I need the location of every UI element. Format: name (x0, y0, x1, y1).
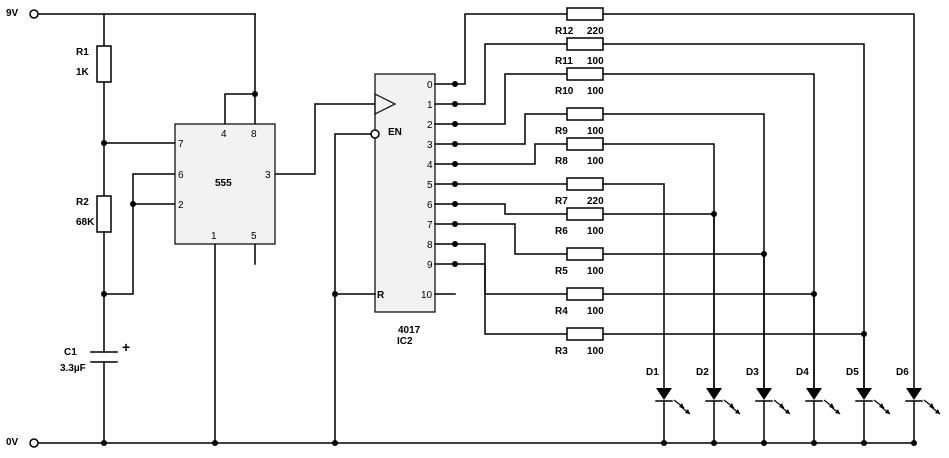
ic2-pin-0: 0 (427, 80, 433, 91)
ic2-reset-label: R (377, 290, 385, 301)
ground-terminal (29, 438, 39, 448)
resistor-value: 100 (587, 156, 604, 167)
ic2-ref: IC2 (397, 336, 413, 347)
ic2-pin-3: 3 (427, 140, 433, 151)
c1-value: 3.3µF (60, 363, 86, 374)
resistor-ref: R3 (555, 346, 568, 357)
resistor-value: 100 (587, 346, 604, 357)
ic1-pin-5: 5 (251, 231, 257, 242)
ic2-pin-2: 2 (427, 120, 433, 131)
ic2-name: 4017 (398, 325, 421, 336)
ic2-input-wiring (332, 133, 456, 446)
resistor-value: 100 (587, 306, 604, 317)
resistor-value: 100 (587, 226, 604, 237)
led-d3: D3 (746, 367, 791, 446)
r2-value: 68K (76, 217, 95, 228)
led-array: D1 D2 D3 D4 D5 D6 (646, 367, 941, 446)
ic2-pin-9: 9 (427, 260, 433, 271)
led-label: D5 (846, 367, 859, 378)
ic2-pin-4: 4 (427, 160, 433, 171)
resistor-value: 100 (587, 126, 604, 137)
led-label: D3 (746, 367, 759, 378)
ic2-en-label: EN (388, 127, 402, 138)
resistor-r2 (96, 195, 112, 233)
resistor-ref: R6 (555, 226, 568, 237)
resistor-r10 (566, 67, 604, 81)
ic2-pin-8: 8 (427, 240, 433, 251)
ic1-wiring (103, 13, 376, 446)
led-d1: D1 (646, 367, 691, 446)
resistor-ref: R4 (555, 306, 568, 317)
ic1-pin-6: 6 (178, 170, 184, 181)
resistor-ref: R5 (555, 266, 568, 277)
enable-input-bubble (370, 129, 380, 139)
ground-label: 0V (6, 437, 19, 448)
resistor-value: 100 (587, 266, 604, 277)
ic1-pin-7: 7 (178, 139, 184, 150)
ic1-pin-1: 1 (211, 231, 217, 242)
r1-value: 1K (76, 67, 90, 78)
resistor-r12 (566, 7, 604, 21)
resistor-r11 (566, 37, 604, 51)
resistor-r7 (566, 177, 604, 191)
resistor-r3 (566, 327, 604, 341)
resistor-ref: R12 (555, 26, 574, 37)
ic2-pin-7: 7 (427, 220, 433, 231)
resistor-r1 (96, 45, 112, 83)
resistor-ref: R11 (555, 56, 573, 67)
led-label: D2 (696, 367, 709, 378)
timing-network: R1 1K R2 68K C1 3.3µF + (60, 13, 130, 446)
ic2-pin-1: 1 (427, 100, 433, 111)
resistor-ref: R10 (555, 86, 574, 97)
supply-terminal (29, 9, 39, 19)
led-d6: D6 (896, 367, 941, 446)
ic2-pin-10: 10 (421, 290, 433, 301)
resistor-ref: R8 (555, 156, 568, 167)
c1-polarity: + (122, 339, 130, 355)
ic1-pin-3: 3 (265, 170, 271, 181)
resistor-value: 220 (587, 196, 604, 207)
led-label: D1 (646, 367, 659, 378)
resistor-value: 100 (587, 56, 604, 67)
supply-label: 9V (6, 8, 19, 19)
resistor-value: 100 (587, 86, 604, 97)
r2-ref: R2 (76, 197, 89, 208)
ic2-pin-5: 5 (427, 180, 433, 191)
ic1-label: 555 (215, 178, 232, 189)
resistor-r8 (566, 137, 604, 151)
ic1-pin-4: 4 (221, 129, 227, 140)
led-d4: D4 (796, 367, 841, 446)
led-label: D6 (896, 367, 909, 378)
led-d5: D5 (846, 367, 891, 446)
resistor-r5 (566, 247, 604, 261)
resistor-ref: R7 (555, 196, 568, 207)
r1-ref: R1 (76, 47, 89, 58)
ground-rail: 0V (6, 437, 915, 448)
resistor-ref: R9 (555, 126, 568, 137)
ic1-pin-8: 8 (251, 129, 257, 140)
led-d2: D2 (696, 367, 741, 446)
resistor-r9 (566, 107, 604, 121)
ic1-555: 555 7 6 2 4 8 3 1 5 (174, 123, 276, 245)
clock-input-symbol (374, 93, 397, 115)
ic1-pin-2: 2 (178, 200, 184, 211)
ic2-pin-6: 6 (427, 200, 433, 211)
ic2-4017: EN R 4017 IC2 0 1 2 3 4 5 6 7 8 9 10 (370, 73, 436, 347)
resistor-r4 (566, 287, 604, 301)
led-label: D4 (796, 367, 809, 378)
c1-ref: C1 (64, 347, 77, 358)
supply-rail: 9V (6, 8, 256, 19)
resistor-r6 (566, 207, 604, 221)
resistor-value: 220 (587, 26, 604, 37)
